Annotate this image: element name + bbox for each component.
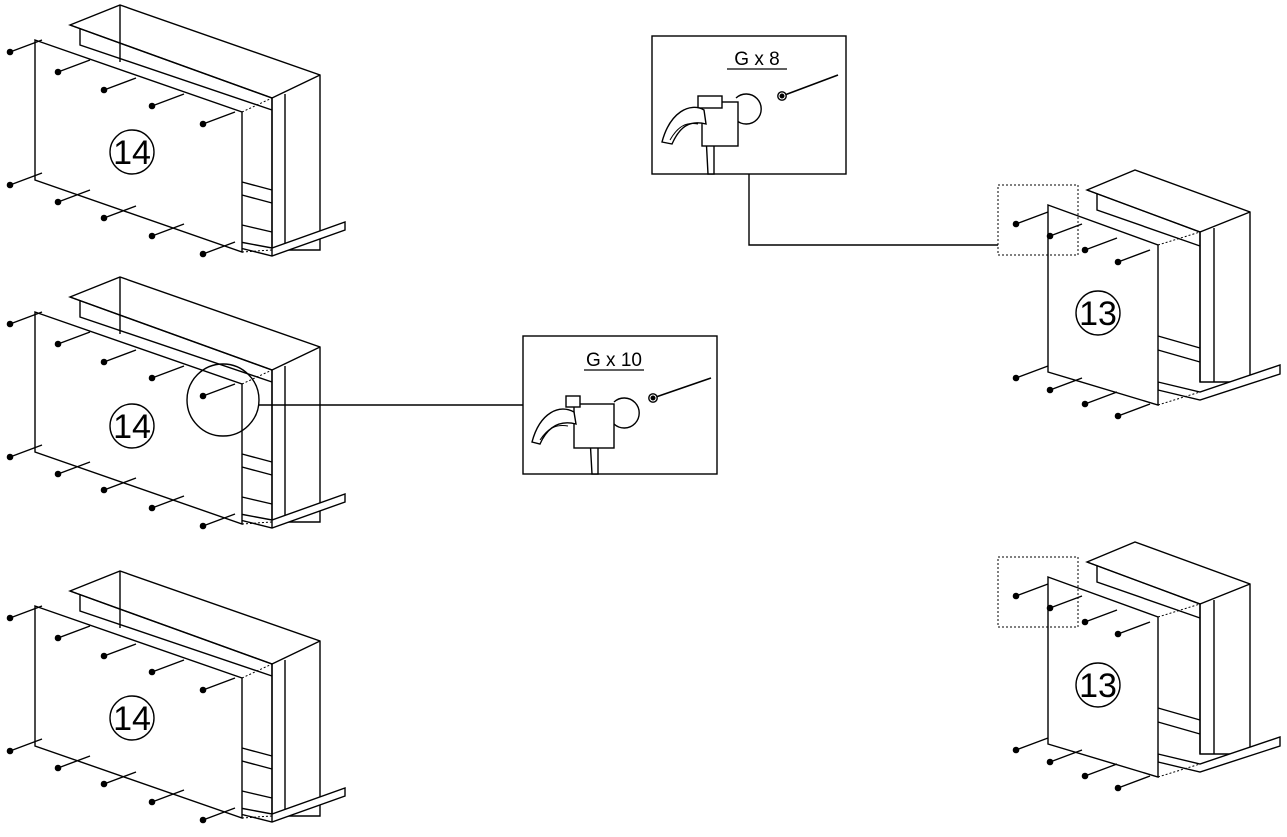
callout-title: G x 8: [734, 49, 779, 70]
nail-icon: [648, 377, 712, 403]
cabinet-body: [1085, 541, 1281, 773]
part-number-label: 14: [113, 700, 151, 738]
nail-icon: [54, 59, 91, 76]
nail-icon: [54, 189, 91, 206]
detail-highlight-circle: [186, 363, 260, 437]
nail-icon: [6, 605, 43, 622]
nail-icon: [54, 461, 91, 478]
panel-guide-lines: [1157, 231, 1201, 406]
nail-icon: [6, 39, 43, 56]
nail-icon: [6, 172, 43, 189]
nail-icon: [148, 93, 185, 110]
nail-row-top: [6, 311, 236, 400]
part-number-label: 14: [113, 134, 151, 172]
nail-icon: [100, 77, 137, 94]
callout-title: G x 10: [586, 350, 642, 371]
nail-icon: [100, 771, 137, 788]
nail-icon: [1012, 211, 1049, 228]
cabinet-assembly-13-a: 13: [997, 169, 1281, 420]
nail-icon: [6, 444, 43, 461]
nail-icon: [6, 311, 43, 328]
nail-icon: [100, 349, 137, 366]
nail-icon: [1012, 737, 1049, 754]
detail-highlight-box: [997, 184, 1079, 256]
cabinet-assembly-14-c: 14: [6, 570, 346, 824]
part-number-circle: [109, 129, 155, 175]
cabinet-body: [1085, 169, 1281, 401]
panel-guide-lines: [241, 97, 273, 253]
nail-row-bottom: [6, 444, 236, 530]
part-number-circle: [109, 403, 155, 449]
nail-icon: [199, 807, 236, 824]
hammer-icon: [531, 395, 640, 475]
nail-icon: [54, 625, 91, 642]
nail-icon: [100, 477, 137, 494]
part-number-circle: [109, 695, 155, 741]
nail-icon: [1081, 237, 1118, 254]
nail-icon: [1046, 749, 1083, 766]
cabinet-assembly-14-a: 14: [6, 4, 346, 258]
nail-icon: [1114, 249, 1151, 266]
callout-g-x-8: G x 8: [651, 35, 847, 175]
nail-icon: [1114, 621, 1151, 638]
nail-row-bottom: [6, 172, 236, 258]
panel-guide-lines: [241, 663, 273, 819]
nail-icon: [777, 74, 839, 101]
nail-icon: [1012, 583, 1049, 600]
nail-icon: [1081, 763, 1118, 780]
cabinet-assembly-13-b: 13: [997, 541, 1281, 792]
hammer-icon: [661, 93, 762, 175]
nail-icon: [100, 205, 137, 222]
nail-icon: [54, 331, 91, 348]
nail-icon: [148, 365, 185, 382]
nail-icon: [199, 677, 236, 694]
callout-g-x-10: G x 10: [522, 335, 718, 475]
nail-icon: [6, 738, 43, 755]
nail-icon: [1081, 391, 1118, 408]
nail-row-bottom: [1012, 737, 1151, 792]
nail-row-top: [1012, 583, 1151, 638]
nail-icon: [1046, 377, 1083, 394]
nail-icon: [1046, 223, 1083, 240]
nail-icon: [199, 111, 236, 128]
detail-highlight-box: [997, 556, 1079, 628]
nail-icon: [148, 789, 185, 806]
nail-icon: [199, 513, 236, 530]
panel-guide-lines: [1157, 603, 1201, 778]
nail-row-bottom: [1012, 365, 1151, 420]
callout-leader-line: [748, 174, 998, 246]
cabinet-assembly-14-b: 14: [6, 276, 346, 530]
nail-icon: [148, 659, 185, 676]
nail-icon: [1046, 595, 1083, 612]
nail-row-top: [6, 39, 236, 128]
nail-icon: [199, 383, 236, 400]
nail-icon: [1114, 775, 1151, 792]
panel-guide-lines: [241, 369, 273, 525]
part-number-label: 14: [113, 408, 151, 446]
nail-icon: [148, 223, 185, 240]
nail-icon: [1114, 403, 1151, 420]
nail-icon: [100, 643, 137, 660]
nail-icon: [54, 755, 91, 772]
part-number-label: 13: [1079, 295, 1117, 333]
nail-icon: [1081, 609, 1118, 626]
part-number-label: 13: [1079, 667, 1117, 705]
nail-icon: [199, 241, 236, 258]
nail-icon: [148, 495, 185, 512]
nail-row-top: [6, 605, 236, 694]
part-number-circle: [1075, 662, 1121, 708]
nail-icon: [1012, 365, 1049, 382]
part-number-circle: [1075, 290, 1121, 336]
nail-row-bottom: [6, 738, 236, 824]
nail-row-top: [1012, 211, 1151, 266]
